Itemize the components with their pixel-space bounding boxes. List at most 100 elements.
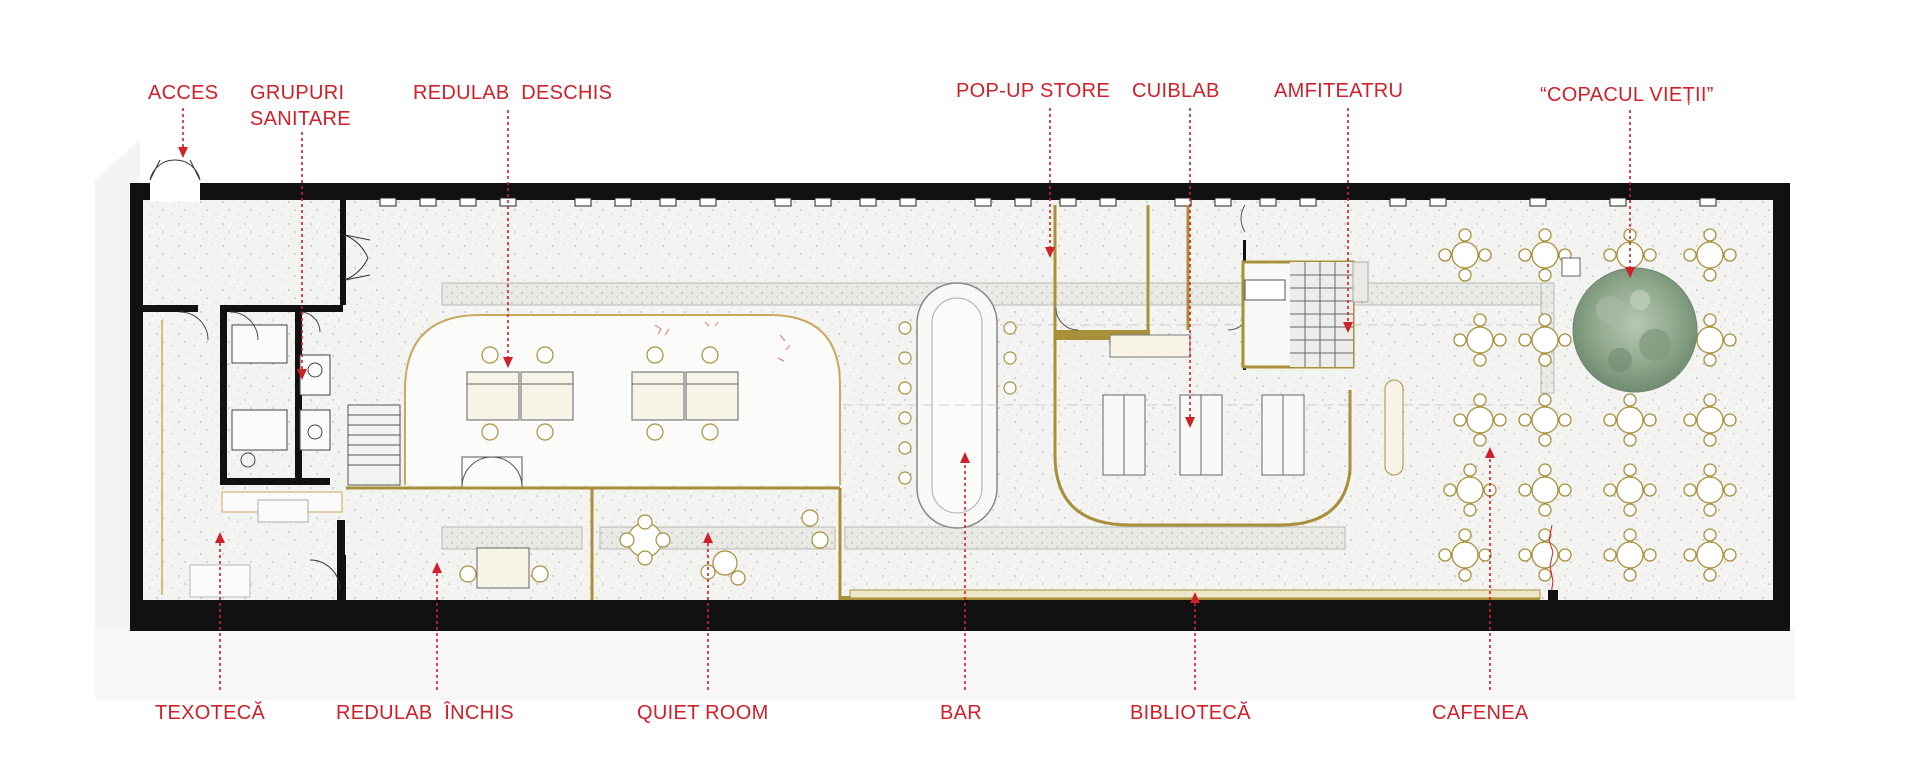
cafe-chair	[1623, 463, 1637, 477]
cafe-chair	[1603, 483, 1617, 497]
cafe-table	[1531, 541, 1559, 569]
cafe-chair	[1438, 548, 1452, 562]
cafe-chair	[1643, 413, 1657, 427]
cafe-table	[1451, 541, 1479, 569]
cafe-chair	[1518, 248, 1532, 262]
redulab-open-desks	[466, 371, 739, 421]
cafe-chair	[1723, 483, 1737, 497]
cafe-chair	[1723, 413, 1737, 427]
cafe-chair	[1683, 548, 1697, 562]
cafe-chair	[1703, 313, 1717, 327]
label-acces: ACCES	[148, 82, 219, 104]
label-cuiblab: CUIBLAB	[1132, 80, 1220, 102]
tree-of-life	[1572, 267, 1698, 393]
redulab-closed-desks	[476, 547, 530, 589]
label-amfiteatru: AMFITEATRU	[1274, 80, 1404, 102]
side-stair	[347, 404, 401, 486]
building-shadow	[95, 140, 140, 700]
cafe-chair	[1443, 483, 1457, 497]
cafe-table	[1466, 406, 1494, 434]
cafe-chair	[1538, 268, 1552, 282]
cafe-chair	[1623, 568, 1637, 582]
cafe-chair	[1463, 503, 1477, 517]
bench-bottom-left	[441, 526, 583, 550]
cafe-red-mark	[1548, 524, 1554, 596]
cafe-chair	[1558, 548, 1572, 562]
cafe-chair	[1473, 313, 1487, 327]
cafe-chair	[1458, 528, 1472, 542]
cafe-chair	[1643, 483, 1657, 497]
entrance-door	[149, 159, 201, 181]
label-arrowheads	[178, 147, 1635, 603]
cafe-table	[1616, 541, 1644, 569]
redulab-open-room	[404, 314, 841, 485]
cafe-chair	[1538, 463, 1552, 477]
cafe-table	[1531, 241, 1559, 269]
cafe-chair	[1558, 483, 1572, 497]
cafe-table	[1531, 476, 1559, 504]
label-grupuri-line2: SANITARE	[250, 108, 351, 130]
cafe-chair	[1518, 548, 1532, 562]
cafe-chair	[1473, 393, 1487, 407]
cafe-table	[1616, 476, 1644, 504]
cafe-table	[1696, 326, 1724, 354]
building-shadow-bottom	[95, 630, 1795, 700]
cafe-chair	[1683, 248, 1697, 262]
cafe-chair	[1538, 228, 1552, 242]
amfiteatru	[1241, 260, 1369, 369]
cafe-chair	[1453, 333, 1467, 347]
label-popup-store: POP-UP STORE	[956, 80, 1111, 102]
cafe-chair	[1643, 248, 1657, 262]
cafe-rack	[1384, 379, 1404, 476]
redulab-open-chairs	[481, 346, 719, 441]
cafe-chair	[1458, 268, 1472, 282]
cafe-chair	[1538, 353, 1552, 367]
cafe-tables	[1438, 228, 1737, 582]
cafe-chair	[1538, 568, 1552, 582]
cafe-chair	[1623, 528, 1637, 542]
cafe-table	[1616, 406, 1644, 434]
label-grupuri-sanitare: GRUPURI SANITARE	[250, 80, 370, 132]
cafe-chair	[1458, 228, 1472, 242]
cafe-chair	[1518, 413, 1532, 427]
cafe-chair	[1703, 463, 1717, 477]
cafe-chair	[1478, 248, 1492, 262]
quiet-room-furniture	[619, 509, 829, 586]
cuiblab-area	[1053, 204, 1352, 527]
cafe-chair	[1538, 503, 1552, 517]
cafe-chair	[1493, 333, 1507, 347]
cafe-chair	[1558, 413, 1572, 427]
toilet-block	[143, 305, 345, 490]
cafe-table	[1696, 476, 1724, 504]
cafe-chair	[1518, 483, 1532, 497]
label-quiet-room: QUIET ROOM	[637, 702, 769, 724]
bench-bottom-right	[844, 526, 1346, 550]
cafe-chair	[1623, 503, 1637, 517]
label-pointers	[182, 108, 1631, 690]
bar-stools	[898, 321, 1017, 485]
cafe-chair	[1703, 568, 1717, 582]
cafe-table	[1451, 241, 1479, 269]
cafe-chair	[1473, 433, 1487, 447]
label-copacul-vietii: “COPACUL VIEȚII”	[1540, 84, 1714, 106]
cafe-chair	[1683, 483, 1697, 497]
cafe-chair	[1558, 333, 1572, 347]
entrance-opening	[150, 180, 200, 202]
cafe-chair	[1463, 463, 1477, 477]
cafe-chair	[1473, 353, 1487, 367]
label-cafenea: CAFENEA	[1432, 702, 1529, 724]
cafe-corner-post	[1548, 590, 1558, 600]
cafe-chair	[1703, 433, 1717, 447]
cafe-table	[1696, 241, 1724, 269]
cafe-chair	[1458, 568, 1472, 582]
label-grupuri-line1: GRUPURI	[250, 82, 345, 104]
redulab-closed-chairs	[459, 565, 549, 583]
cafe-chair	[1723, 548, 1737, 562]
cafe-chair	[1623, 228, 1637, 242]
label-redulab-inchis: REDULAB ÎNCHIS	[336, 702, 514, 724]
cafe-chair	[1723, 333, 1737, 347]
redulab-open-door	[461, 456, 523, 488]
cafe-chair	[1493, 413, 1507, 427]
cafe-chair	[1538, 433, 1552, 447]
